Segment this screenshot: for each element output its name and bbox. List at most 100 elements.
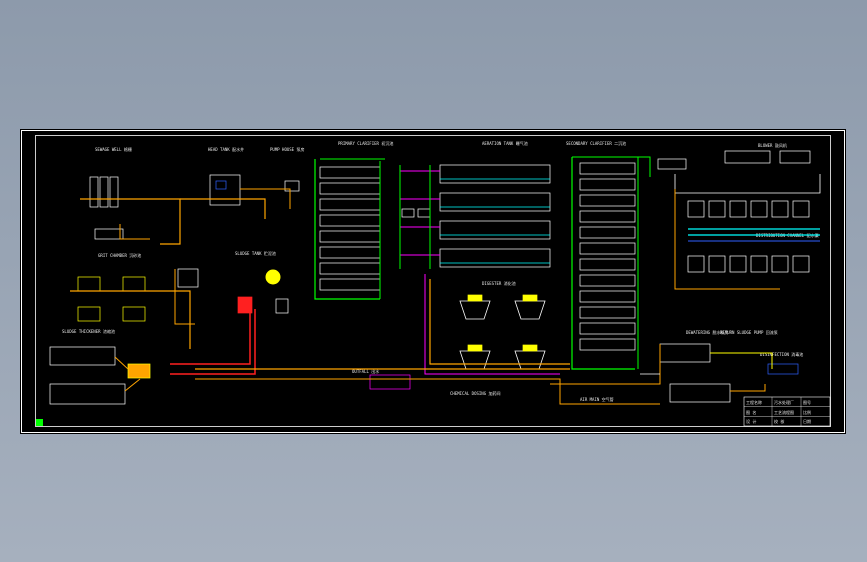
aeration-tank [439, 192, 551, 212]
secondary-clarifier-cell [579, 178, 636, 191]
section-label: RETURN SLUDGE PUMP 回流泵 [720, 329, 778, 335]
title-block-cell: 图号 [803, 399, 811, 405]
primary-clarifier-cell [319, 182, 381, 195]
title-block-cell: 日期 [803, 418, 811, 424]
section-label: PRIMARY CLARIFIER 初沉池 [338, 140, 393, 146]
pump-house-unit [77, 276, 101, 292]
tank-drive [522, 294, 538, 302]
pipe-line [674, 189, 780, 290]
pipe-line [119, 224, 150, 240]
pipe-line [80, 198, 181, 245]
primary-clarifier-cell [319, 262, 381, 275]
pipe-line [240, 188, 291, 209]
disinfection-tank [659, 343, 711, 363]
blower-hood [779, 150, 811, 164]
sedimentation-tank [459, 350, 491, 370]
section-label: AERATION TANK 曝气池 [482, 140, 528, 146]
chemical-house [657, 158, 687, 170]
aeration-tank [439, 248, 551, 268]
blower-unit [687, 200, 705, 218]
secondary-clarifier-cell [579, 274, 636, 287]
tank-drive [467, 344, 483, 352]
secondary-clarifier-cell [579, 226, 636, 239]
title-block-cell: 图 名 [746, 409, 756, 415]
equipment-group [49, 150, 811, 405]
dewatering-unit [750, 255, 768, 273]
secondary-clarifier-cell [579, 258, 636, 271]
pipe-line [550, 344, 661, 385]
pipe-line [314, 159, 380, 300]
section-label: BLOWER 鼓风机 [758, 142, 787, 148]
title-block-cell: 设 计 [746, 418, 756, 424]
collection-well [127, 363, 151, 379]
secondary-clarifier-cell [579, 194, 636, 207]
blower-unit [792, 200, 810, 218]
grit-unit [94, 228, 124, 240]
grit-chamber-2 [49, 383, 126, 405]
section-label: OUTFALL 出水 [352, 368, 379, 374]
tank-drive [522, 344, 538, 352]
sludge-pump [237, 296, 253, 314]
secondary-clarifier-cell [579, 306, 636, 319]
pipe-line [571, 157, 635, 370]
secondary-clarifier-cell [579, 322, 636, 335]
dewatering-unit [687, 255, 705, 273]
primary-clarifier-cell [319, 198, 381, 211]
pipe-line [124, 378, 141, 392]
secondary-clarifier-cell [579, 162, 636, 175]
title-block-cell: 污水处理厂 [774, 399, 794, 405]
sludge-pipe [170, 309, 256, 375]
dewatering-unit [708, 255, 726, 273]
pipe-line [572, 156, 651, 177]
blower-hood [724, 150, 771, 164]
distribution-box [417, 208, 431, 218]
title-block-cell: 比例 [803, 409, 811, 415]
secondary-clarifier-cell [579, 210, 636, 223]
outfall-pump [767, 363, 799, 375]
screen-unit [109, 176, 119, 208]
head-tank [209, 174, 241, 206]
section-label: DEWATERING 脱水机房 [686, 329, 729, 335]
primary-clarifier-cell [319, 214, 381, 227]
pipe-line [424, 274, 560, 375]
distribution-box [401, 208, 415, 218]
pipe-network [70, 156, 821, 405]
dewatering-unit [792, 255, 810, 273]
section-label: AIR MAIN 空气管 [580, 396, 614, 402]
sedimentation-tank [514, 300, 546, 320]
section-label: PUMP HOUSE 泵房 [270, 146, 305, 152]
dewatering-unit [729, 255, 747, 273]
outfall-tank [669, 383, 731, 403]
section-label: DIGESTER 消化池 [482, 280, 516, 286]
secondary-clarifier-cell [579, 242, 636, 255]
origin-marker [36, 419, 43, 426]
aeration-tank [439, 164, 551, 184]
pump-house-unit [77, 306, 101, 322]
sedimentation-tank [459, 300, 491, 320]
drawing-border-inner [35, 135, 831, 427]
primary-clarifier-cell [319, 246, 381, 259]
pipe-line [174, 269, 195, 325]
chemical-dosing-tank [369, 374, 411, 390]
pipe-line [429, 279, 570, 365]
blower-unit [771, 200, 789, 218]
primary-clarifier-cell [319, 278, 381, 291]
primary-clarifier-cell [319, 166, 381, 179]
grit-chamber-1 [49, 346, 116, 366]
pipe-line [114, 356, 129, 370]
gas-holder [265, 269, 281, 285]
pipe-line [710, 352, 773, 369]
secondary-clarifier-cell [579, 290, 636, 303]
pump-symbol [215, 180, 227, 190]
drawing-border-outer [21, 130, 845, 433]
blower-unit [708, 200, 726, 218]
valve-chamber [284, 180, 300, 192]
title-block-cell: 工程名称 [746, 399, 762, 405]
pipe-line [674, 174, 821, 194]
trunk-main [195, 378, 660, 405]
section-label: GRIT CHAMBER 沉砂池 [98, 252, 141, 258]
tank-drive [467, 294, 483, 302]
pump-house-unit [122, 306, 146, 322]
section-label: SLUDGE TANK 贮泥池 [235, 250, 276, 256]
